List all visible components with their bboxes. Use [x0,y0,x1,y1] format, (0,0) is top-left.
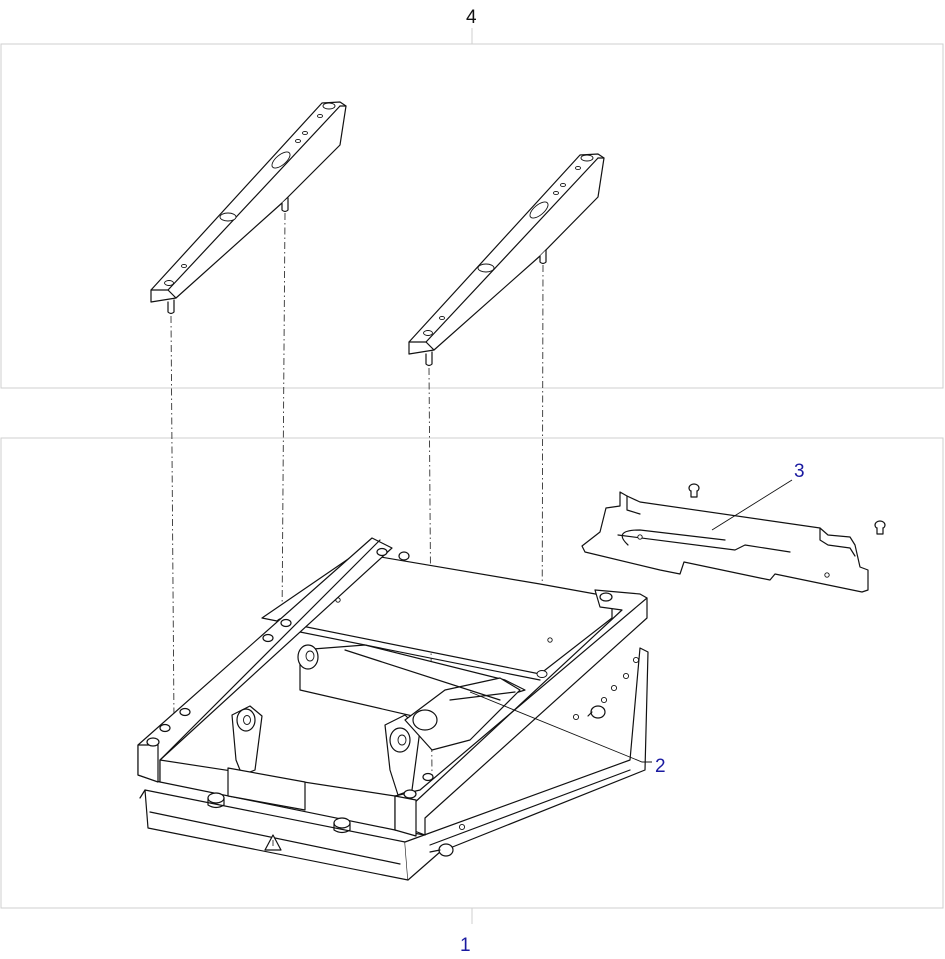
callout-2: 2 [655,756,666,777]
leader-2 [469,691,652,763]
cover-plate [581,483,886,593]
leader-3 [711,479,793,531]
screw-left [688,483,700,498]
callout-4: 4 [466,7,477,28]
callout-1: 1 [460,935,471,956]
knob-side-right [587,705,606,719]
knob-side-front [429,843,454,857]
seat-suspension-base [137,537,649,881]
callout-3: 3 [794,461,805,482]
left-mounting-rail [150,101,347,315]
upper-panel-frame [0,43,944,389]
screw-right [874,520,886,535]
right-mounting-rail [408,153,605,367]
